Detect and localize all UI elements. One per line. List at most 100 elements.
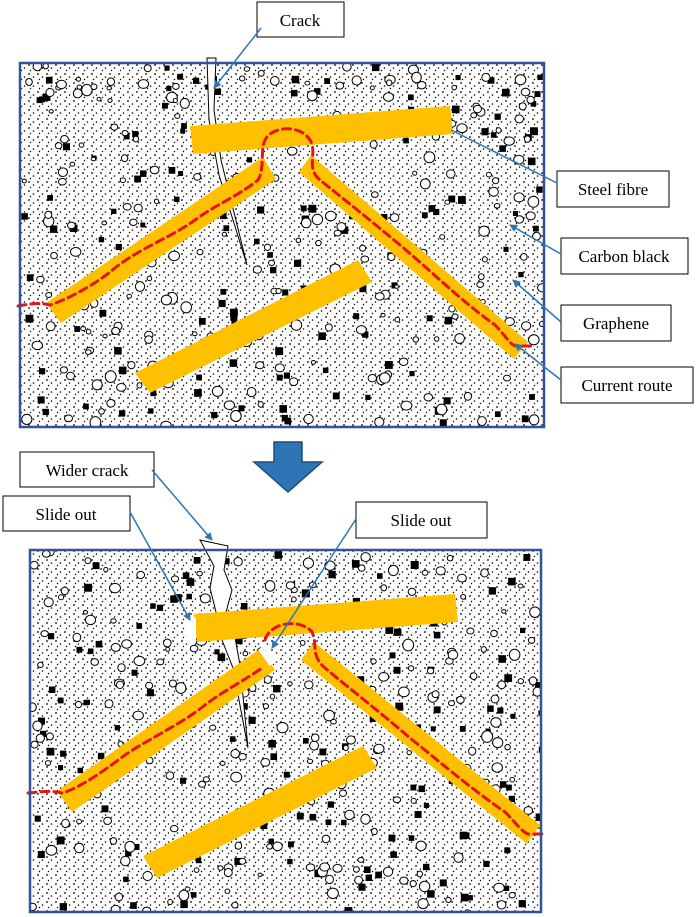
carbon-black-particle [125, 850, 132, 857]
carbon-black-particle [353, 313, 360, 320]
carbon-black-particle [177, 73, 184, 80]
carbon-black-particle [467, 895, 473, 901]
carbon-black-particle [45, 76, 53, 84]
graphene-particle [520, 253, 528, 261]
graphene-particle [306, 758, 314, 764]
carbon-black-particle [433, 208, 440, 216]
label-current-route: Current route [581, 376, 672, 395]
graphene-particle [493, 203, 501, 209]
graphene-particle [144, 335, 153, 344]
graphene-particle [274, 363, 285, 373]
carbon-black-particle [48, 686, 56, 693]
graphene-particle [354, 875, 364, 885]
carbon-black-particle [148, 408, 154, 414]
carbon-black-particle [84, 583, 92, 592]
graphene-particle [410, 797, 417, 804]
graphene-particle [110, 123, 119, 131]
graphene-particle [446, 554, 454, 562]
graphene-particle [514, 215, 525, 224]
graphene-particle [239, 75, 246, 82]
graphene-particle [518, 102, 527, 111]
graphene-particle [221, 231, 228, 237]
carbon-black-particle [433, 631, 441, 639]
graphene-particle [172, 97, 178, 104]
carbon-black-particle [118, 410, 126, 417]
carbon-black-particle [408, 94, 414, 101]
carbon-black-particle [390, 851, 397, 858]
carbon-black-particle [193, 557, 201, 564]
graphene-particle [476, 281, 485, 288]
graphene-particle [527, 195, 540, 208]
graphene-particle [45, 292, 53, 298]
graphene-particle [488, 186, 499, 197]
label-wider-crack: Wider crack [46, 461, 129, 480]
graphene-particle [90, 83, 98, 91]
carbon-black-particle [270, 266, 277, 274]
graphene-particle [398, 686, 410, 698]
graphene-particle [409, 880, 417, 888]
carbon-black-particle [410, 561, 419, 569]
carbon-black-particle [42, 408, 49, 416]
graphene-particle [456, 695, 465, 704]
carbon-black-particle [214, 649, 220, 655]
graphene-particle [388, 564, 399, 577]
graphene-particle [439, 234, 446, 240]
label-carbon-black: Carbon black [578, 247, 670, 266]
graphene-particle [126, 293, 132, 299]
carbon-black-particle [483, 860, 490, 867]
graphene-particle [170, 575, 180, 583]
graphene-particle [508, 648, 521, 661]
carbon-black-particle [518, 271, 524, 278]
graphene-particle [257, 401, 264, 408]
carbon-black-particle [186, 578, 195, 586]
graphene-particle [76, 818, 83, 825]
carbon-black-particle [178, 171, 184, 176]
graphene-particle [64, 414, 73, 423]
graphene-particle [59, 366, 69, 374]
graphene-particle [389, 213, 400, 223]
graphene-particle [345, 735, 356, 745]
carbon-black-particle [428, 205, 436, 212]
carbon-black-particle [193, 77, 200, 84]
carbon-black-particle [223, 225, 230, 232]
graphene-particle [44, 760, 52, 766]
graphene-particle [121, 639, 132, 649]
carbon-black-particle [534, 91, 541, 98]
carbon-black-particle [275, 347, 284, 356]
graphene-particle [266, 843, 273, 850]
graphene-particle [84, 557, 92, 565]
graphene-particle [480, 646, 487, 653]
graphene-particle [104, 370, 117, 384]
leader-wider-crack [151, 469, 213, 541]
carbon-black-particle [48, 633, 55, 640]
graphene-particle [497, 680, 507, 690]
graphene-particle [387, 252, 396, 262]
graphene-particle [238, 857, 247, 865]
graphene-particle [421, 569, 429, 576]
graphene-particle [153, 198, 160, 205]
label-crack: Crack [280, 11, 321, 30]
graphene-particle [517, 678, 524, 685]
carbon-black-particle [140, 222, 146, 228]
steel-fibre-bottom-bottom-panel [143, 746, 377, 878]
graphene-particle [224, 888, 231, 894]
graphene-particle [223, 867, 233, 878]
graphene-particle [109, 837, 118, 845]
graphene-particle [165, 771, 175, 780]
carbon-black-particle [497, 707, 504, 714]
graphene-particle [198, 780, 206, 788]
carbon-black-particle [341, 819, 347, 826]
graphene-particle [119, 177, 127, 183]
carbon-black-particle [508, 795, 515, 803]
carbon-black-particle [410, 784, 417, 791]
bottom-panel-frame [28, 548, 543, 914]
graphene-particle [315, 239, 322, 247]
graphene-particle [145, 681, 154, 690]
graphene-particle [456, 123, 468, 134]
carbon-black-particle [98, 236, 105, 243]
graphene-particle [463, 391, 472, 401]
graphene-particle [255, 361, 265, 370]
graphene-particle [325, 323, 333, 332]
carbon-black-particle [369, 715, 376, 722]
graphene-particle [223, 400, 236, 411]
